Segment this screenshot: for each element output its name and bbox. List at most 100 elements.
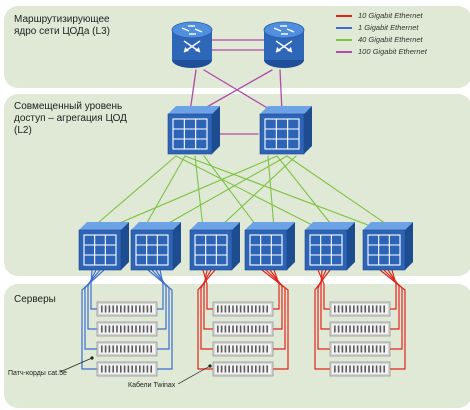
server-bay [345, 305, 347, 313]
server-icon [329, 341, 391, 357]
switch-icon [304, 222, 355, 271]
switch-top [260, 106, 312, 114]
server-bay [120, 345, 122, 353]
server-bay [372, 365, 374, 373]
switch-side [173, 222, 181, 270]
server-front [215, 304, 271, 314]
switch-grid [249, 234, 283, 266]
server-cable [90, 269, 97, 310]
router-arrowhead [287, 47, 292, 52]
server-cable [81, 269, 105, 370]
switch-front [259, 113, 305, 155]
switch-side [212, 106, 220, 154]
server-bay [243, 365, 246, 373]
router-arrowhead [276, 47, 281, 52]
server-bay [341, 345, 344, 353]
server-bay [220, 365, 223, 373]
link-agg-access [267, 155, 275, 229]
server-bay [360, 305, 363, 313]
server-bay [239, 345, 242, 353]
switch-top [79, 222, 129, 230]
server-bay [217, 345, 219, 353]
switch-grid [135, 234, 169, 266]
switch-front [78, 229, 122, 271]
server-bay [356, 305, 359, 313]
server-bay [139, 325, 141, 333]
server-bay [341, 365, 344, 373]
server-bay [228, 365, 230, 373]
server-bay [146, 345, 149, 353]
router-arrowhead [184, 47, 189, 52]
legend-label-100g: 100 Gigabit Ethernet [358, 47, 427, 56]
link-agg-access [276, 155, 335, 229]
server-front [332, 364, 388, 374]
server-cable [202, 269, 213, 310]
router-icon [171, 21, 213, 68]
server-icon [96, 341, 158, 357]
server-bay [123, 365, 126, 373]
server-bay [383, 325, 385, 333]
switch-grid [309, 234, 343, 266]
switch-grid [264, 118, 300, 150]
server-bay [243, 325, 246, 333]
server-bay [379, 345, 382, 353]
router-icon [263, 21, 305, 68]
server-bay [224, 365, 227, 373]
server-bay [247, 365, 249, 373]
server-icon [212, 301, 274, 317]
server-bay [251, 305, 253, 313]
server-bay [247, 305, 249, 313]
server-bay [142, 305, 145, 313]
legend-item-100g: 100 Gigabit Ethernet [336, 47, 427, 56]
server-bay [247, 325, 249, 333]
link-agg-access [107, 155, 278, 229]
server-bay [232, 305, 234, 313]
server-bay [337, 325, 340, 333]
server-bay [220, 305, 223, 313]
server-front [99, 304, 155, 314]
legend-swatch-40g [336, 38, 352, 41]
server-bay [131, 325, 133, 333]
server-bay [146, 365, 149, 373]
server-bay [104, 345, 107, 353]
legend-label-1g: 1 Gigabit Ethernet [358, 23, 419, 32]
switch-top [245, 222, 295, 230]
servers-layer-label: Серверы [14, 294, 56, 305]
server-bay [266, 365, 268, 373]
server-bay [146, 305, 149, 313]
switch-top [131, 222, 181, 230]
server-bay [232, 345, 234, 353]
server-bay [131, 345, 133, 353]
core-layer-band [4, 6, 470, 88]
server-bay [108, 345, 111, 353]
patch-cord-callout: Патч-корды cat.5e [8, 370, 67, 377]
server-bay [266, 345, 268, 353]
server-icon [212, 341, 274, 357]
server-bay [349, 365, 351, 373]
server-icon [96, 321, 158, 337]
server-bay [383, 365, 385, 373]
devices-layer [59, 21, 413, 385]
server-bay [101, 325, 103, 333]
server-cable [269, 269, 283, 330]
server-front [99, 364, 155, 374]
server-cable [379, 269, 406, 370]
server-front [215, 324, 271, 334]
switch-front [244, 229, 288, 271]
server-bay [150, 325, 152, 333]
server-cable [387, 269, 400, 330]
switch-icon [244, 222, 295, 271]
server-bay [364, 325, 366, 333]
server-bay [217, 305, 219, 313]
server-bay [243, 305, 246, 313]
server-bay [127, 345, 130, 353]
server-cable [390, 269, 397, 310]
server-bay [112, 365, 114, 373]
server-bay [142, 345, 145, 353]
server-front [332, 304, 388, 314]
server-bay [116, 365, 118, 373]
access-layer-label: Совмещенный уровень доступ – агрегация Ц… [14, 101, 127, 136]
server-bay [112, 325, 114, 333]
switch-front [167, 113, 213, 155]
core-layer-label: Маршрутизирующее ядро сети ЦОДа (L3) [14, 14, 110, 37]
